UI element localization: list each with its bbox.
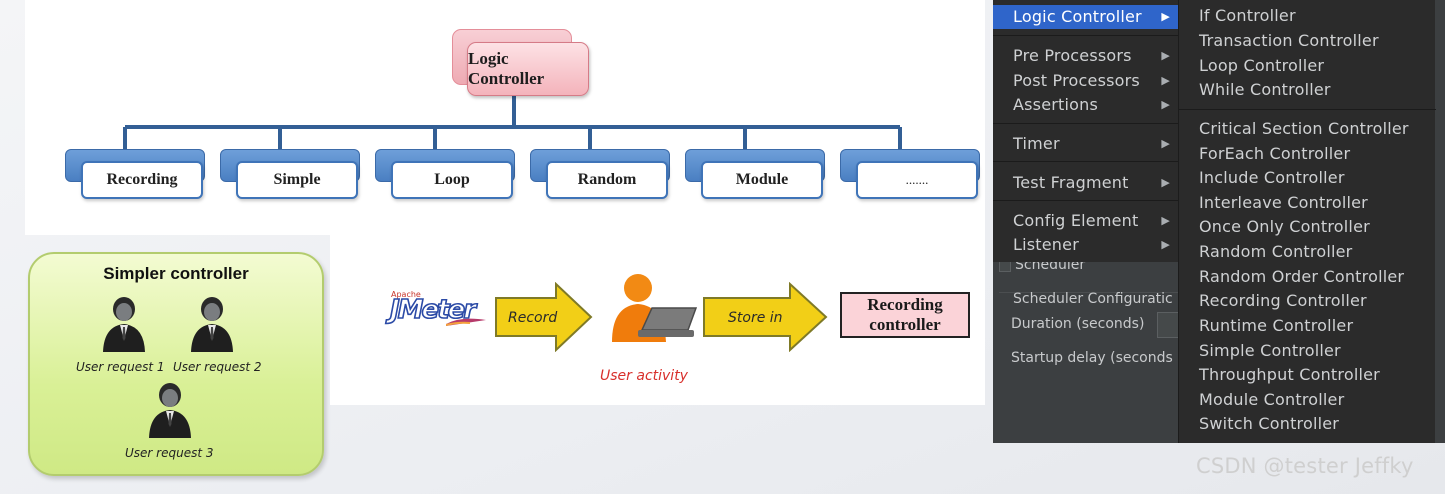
menu-item-label: Post Processors xyxy=(1013,71,1140,90)
root-node-label: Logic Controller xyxy=(468,49,545,88)
submenu-arrow-icon: ▶ xyxy=(1161,49,1170,62)
panel-title: Simpler controller xyxy=(103,264,249,283)
leaf-label: ....... xyxy=(905,172,929,187)
recording-box-line1: Recording xyxy=(867,295,943,314)
menu-item-label: Pre Processors xyxy=(1013,46,1132,65)
menu-item-listener[interactable]: Listener ▶ xyxy=(993,233,1180,257)
leaf-label: Loop xyxy=(434,171,470,188)
submenu-item-runtime-controller[interactable]: Runtime Controller xyxy=(1199,316,1354,335)
record-arrow-label: Record xyxy=(508,310,557,326)
submenu-item-transaction-controller[interactable]: Transaction Controller xyxy=(1199,31,1379,50)
add-context-menu: Logic Controller ▶ Pre Processors ▶ Post P… xyxy=(993,0,1180,262)
root-node: Logic Controller xyxy=(467,42,589,96)
leaf-label: Recording xyxy=(106,171,178,188)
leaf-node-random: Random xyxy=(546,161,668,199)
menu-item-logic-controller[interactable]: Logic Controller ▶ xyxy=(993,5,1180,29)
submenu-item-module-controller[interactable]: Module Controller xyxy=(1199,390,1345,409)
user-request-label: User request 2 xyxy=(173,360,262,374)
leaf-label: Module xyxy=(735,171,789,188)
csdn-watermark: CSDN @tester Jeffky xyxy=(1196,454,1414,478)
menu-separator xyxy=(993,35,1180,36)
submenu-arrow-icon: ▶ xyxy=(1161,10,1170,23)
user-request-label: User request 3 xyxy=(125,446,214,460)
menu-item-test-fragment[interactable]: Test Fragment ▶ xyxy=(993,171,1180,195)
submenu-arrow-icon: ▶ xyxy=(1161,214,1170,227)
menu-item-assertions[interactable]: Assertions ▶ xyxy=(993,93,1180,117)
submenu-item-recording-controller[interactable]: Recording Controller xyxy=(1199,291,1367,310)
logic-controller-org-chart: Logic Controller Recording Simple Loop R… xyxy=(25,0,985,235)
scheduler-config-label: Scheduler Configuratic xyxy=(1013,291,1173,307)
apache-logo-text: Apache xyxy=(391,290,421,299)
groupbox-top-border xyxy=(999,292,1179,293)
recording-controller-box: Recording controller xyxy=(840,292,970,338)
leaf-label: Random xyxy=(577,171,637,188)
submenu-item-random-controller[interactable]: Random Controller xyxy=(1199,242,1353,261)
submenu-item-interleave-controller[interactable]: Interleave Controller xyxy=(1199,193,1368,212)
menu-item-label: Config Element xyxy=(1013,211,1139,230)
user-activity-icon xyxy=(612,274,698,342)
menu-item-label: Assertions xyxy=(1013,95,1099,114)
menu-separator xyxy=(993,200,1180,201)
org-chart-connectors xyxy=(123,95,902,150)
store-in-arrow-label: Store in xyxy=(728,310,783,326)
submenu-item-if-controller[interactable]: If Controller xyxy=(1199,6,1296,25)
menu-item-pre-processors[interactable]: Pre Processors ▶ xyxy=(993,44,1180,68)
menu-item-config-element[interactable]: Config Element ▶ xyxy=(993,209,1180,233)
duration-input[interactable] xyxy=(1157,312,1179,338)
user-icon xyxy=(103,297,145,352)
submenu-arrow-icon: ▶ xyxy=(1161,176,1170,189)
submenu-item-while-controller[interactable]: While Controller xyxy=(1199,80,1331,99)
menu-item-label: Timer xyxy=(1013,134,1060,153)
submenu-item-include-controller[interactable]: Include Controller xyxy=(1199,168,1345,187)
leaf-node-more: ....... xyxy=(856,161,978,199)
recording-box-line2: controller xyxy=(869,315,941,334)
submenu-item-simple-controller[interactable]: Simple Controller xyxy=(1199,341,1341,360)
submenu-item-loop-controller[interactable]: Loop Controller xyxy=(1199,56,1325,75)
menu-separator xyxy=(993,161,1180,162)
leaf-node-simple: Simple xyxy=(236,161,358,199)
startup-delay-label: Startup delay (seconds xyxy=(1011,350,1173,366)
leaf-node-loop: Loop xyxy=(391,161,513,199)
simple-controller-panel: Simpler controller User request 1 User r… xyxy=(28,252,324,476)
store-in-arrow: Store in xyxy=(703,282,828,352)
menu-item-timer[interactable]: Timer ▶ xyxy=(993,132,1180,156)
user-icon xyxy=(191,297,233,352)
leaf-node-recording: Recording xyxy=(81,161,203,199)
submenu-arrow-icon: ▶ xyxy=(1161,238,1170,251)
submenu-item-foreach-controller[interactable]: ForEach Controller xyxy=(1199,144,1351,163)
submenu-item-switch-controller[interactable]: Switch Controller xyxy=(1199,414,1340,433)
leaf-label: Simple xyxy=(273,171,321,188)
submenu-arrow-icon: ▶ xyxy=(1161,74,1170,87)
leaf-node-module: Module xyxy=(701,161,823,199)
submenu-arrow-icon: ▶ xyxy=(1161,137,1170,150)
user-activity-label: User activity xyxy=(600,368,688,384)
submenu-arrow-icon: ▶ xyxy=(1161,98,1170,111)
menu-item-post-processors[interactable]: Post Processors ▶ xyxy=(993,69,1180,93)
duration-label: Duration (seconds) xyxy=(1011,316,1145,332)
record-arrow: Record xyxy=(495,282,593,352)
submenu-item-once-only-controller[interactable]: Once Only Controller xyxy=(1199,217,1370,236)
submenu-item-throughput-controller[interactable]: Throughput Controller xyxy=(1199,365,1380,384)
menu-separator xyxy=(993,123,1180,124)
submenu-item-random-order-controller[interactable]: Random Order Controller xyxy=(1199,267,1405,286)
user-icon xyxy=(149,383,191,438)
user-request-label: User request 1 xyxy=(76,360,165,374)
menu-item-label: Listener xyxy=(1013,235,1079,254)
submenu-separator xyxy=(1179,109,1436,110)
feather-icon xyxy=(446,318,486,326)
logic-controller-submenu: If Controller Transaction Controller Loo… xyxy=(1178,0,1436,443)
menu-item-label: Logic Controller xyxy=(1013,7,1142,26)
menu-item-label: Test Fragment xyxy=(1013,173,1129,192)
jmeter-logo: Apache JMeter xyxy=(388,290,488,336)
submenu-item-critical-section-controller[interactable]: Critical Section Controller xyxy=(1199,119,1409,138)
